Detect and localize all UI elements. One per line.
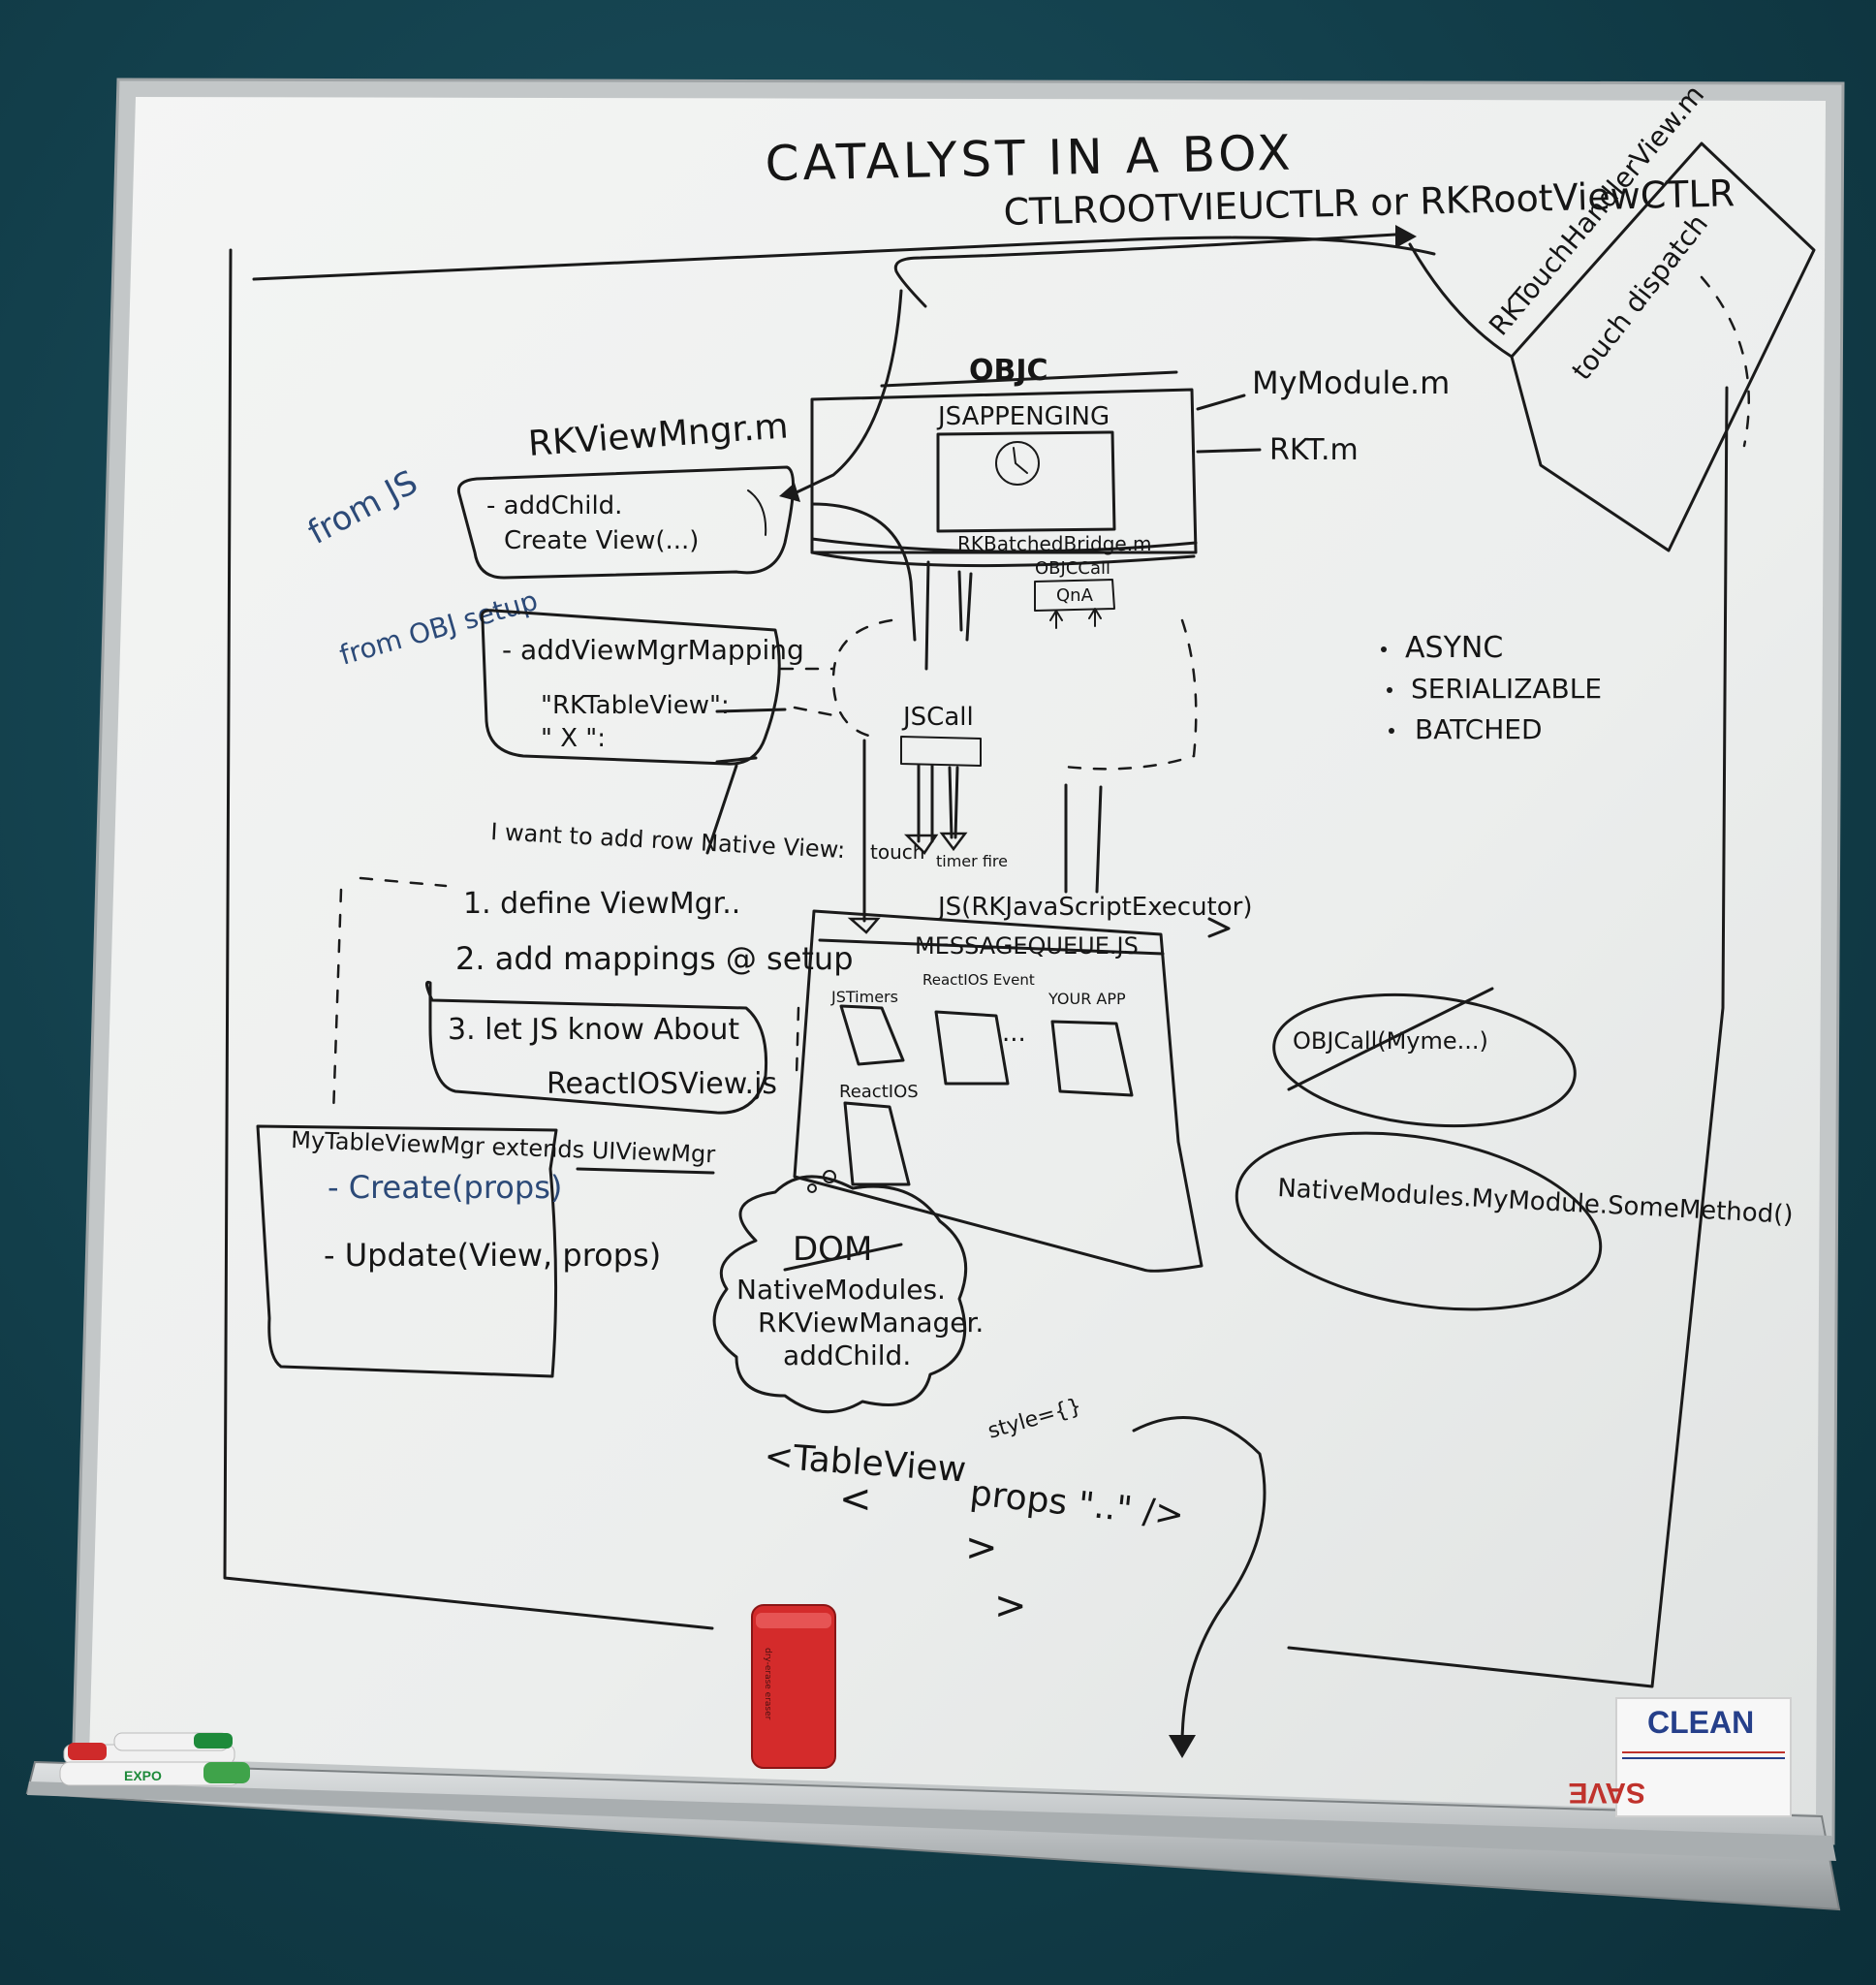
jscall-label: JSCall bbox=[901, 703, 974, 732]
rkt-m-label: RKT.m bbox=[1269, 433, 1359, 467]
objc-call-label: OBJCCall bbox=[1035, 558, 1110, 579]
async-item-1: ASYNC bbox=[1405, 631, 1503, 665]
async-item-3: BATCHED bbox=[1415, 713, 1543, 745]
native-modules-ellipse bbox=[1235, 1131, 1603, 1311]
module-jstimers: JSTimers bbox=[830, 988, 898, 1006]
cloud-dom: DOM bbox=[793, 1230, 872, 1269]
eraser: dry-erase eraser bbox=[751, 1604, 836, 1769]
qna-label: QnA bbox=[1056, 585, 1094, 606]
view-manager-line-1: - addChild. bbox=[486, 491, 622, 520]
touch-label: touch bbox=[870, 840, 924, 864]
add-view-mgr-line-3: " X ": bbox=[541, 724, 606, 753]
jsx-close-1: > bbox=[965, 1526, 998, 1570]
mymodule-label: MyModule.m bbox=[1252, 364, 1450, 401]
add-view-mgr-line-2: "RKTableView": bbox=[541, 691, 730, 720]
objcall-ellipse bbox=[1272, 992, 1577, 1128]
step-1: 1. define ViewMgr.. bbox=[463, 887, 740, 921]
js-appending-label: JSAPPENGING bbox=[936, 402, 1110, 431]
sticker-clean: CLEAN bbox=[1647, 1705, 1754, 1740]
js-executor-label: JS(RKJavaScriptExecutor) bbox=[936, 893, 1252, 922]
tableview-create: - Create(props) bbox=[328, 1169, 562, 1206]
batched-bridge-label: RKBatchedBridge.m bbox=[957, 532, 1152, 555]
sticker-save: SAVE bbox=[1569, 1777, 1645, 1809]
module-your-app: YOUR APP bbox=[1047, 990, 1126, 1008]
eraser-label: dry-erase eraser bbox=[763, 1648, 772, 1720]
view-manager-line-2: Create View(...) bbox=[504, 526, 699, 555]
marker-label: EXPO bbox=[124, 1768, 162, 1783]
step-3: 3. let JS know About bbox=[448, 1013, 739, 1047]
cloud-addchild: addChild. bbox=[783, 1339, 911, 1371]
cloud-rkviewmanager: RKViewManager. bbox=[758, 1307, 984, 1339]
objcall-ellipse-text: OBJCall(Myme...) bbox=[1293, 1027, 1488, 1055]
queue-ellipsis: ... bbox=[1002, 1019, 1026, 1048]
rk-touch-box bbox=[1510, 142, 1816, 552]
whiteboard-surface bbox=[89, 97, 1826, 1814]
message-queue-label: MESSAGEQUEUE.JS bbox=[915, 932, 1139, 960]
add-view-mgr-line-1: - addViewMgrMapping bbox=[502, 634, 804, 666]
module-reactios: ReactIOS bbox=[839, 1082, 919, 1102]
module-reactios-event: ReactIOS Event bbox=[922, 971, 1035, 989]
step-3-file: ReactIOSView.js bbox=[547, 1067, 777, 1101]
cloud-native-modules: NativeModules. bbox=[736, 1274, 946, 1306]
markers: EXPO bbox=[59, 1732, 250, 1786]
dom-cloud bbox=[712, 1175, 968, 1414]
async-item-2: SERIALIZABLE bbox=[1411, 673, 1602, 705]
tableview-update: - Update(View, props) bbox=[324, 1237, 661, 1274]
jsx-open: < bbox=[839, 1477, 872, 1522]
board-title: CATALYST IN A BOX bbox=[765, 125, 1295, 192]
clean-save-sticker: CLEAN SAVE bbox=[1569, 1697, 1792, 1817]
timer-fire-label: timer fire bbox=[936, 852, 1008, 870]
jsx-close-2: > bbox=[994, 1584, 1027, 1628]
timer-icon bbox=[995, 441, 1040, 486]
step-2: 2. add mappings @ setup bbox=[455, 940, 854, 977]
